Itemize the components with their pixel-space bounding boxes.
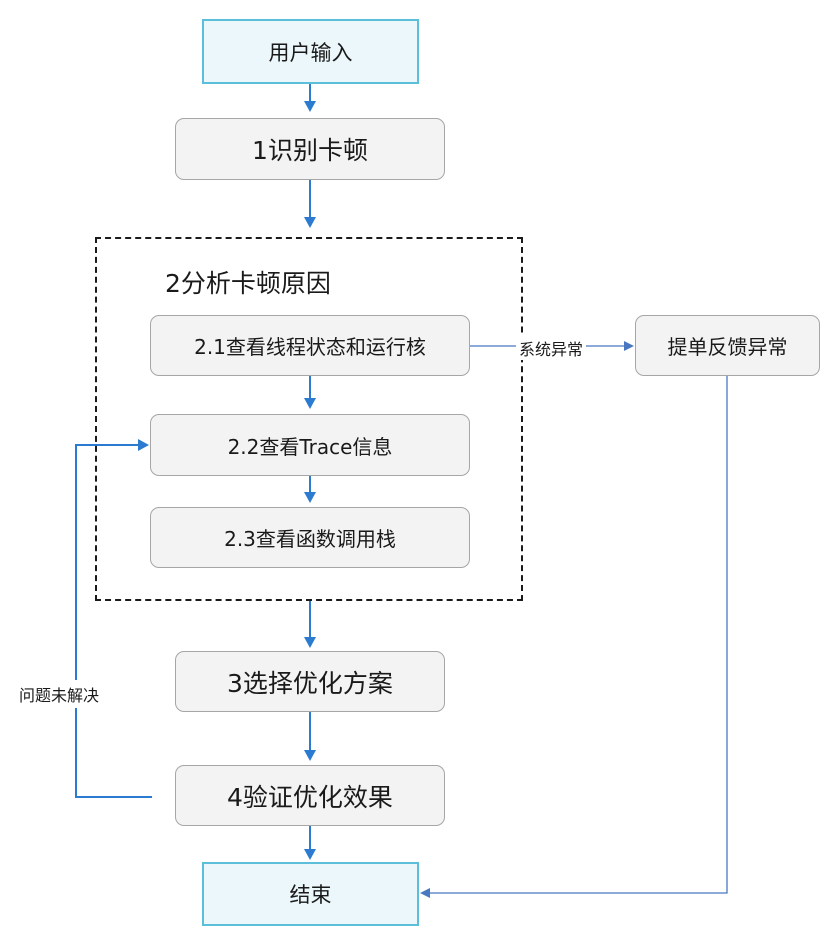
start-node-label: 用户输入 (268, 40, 353, 65)
step3-label: 3选择优化方案 (227, 668, 393, 698)
arrow-start-to-step1 (304, 84, 316, 112)
step2-2-label: 2.2查看Trace信息 (227, 434, 393, 459)
system-error-label: 系统异常 (516, 336, 587, 360)
step2-2-node: 2.2查看Trace信息 (150, 414, 470, 476)
feedback-label: 提单反馈异常 (667, 335, 788, 359)
end-node: 结束 (202, 862, 419, 926)
arrow-side-to-end (420, 376, 728, 898)
step2-3-label: 2.3查看函数调用栈 (224, 527, 396, 551)
arrow-step1-to-group (304, 180, 316, 228)
end-node-label: 结束 (289, 883, 332, 907)
arrow-step3-to-step4 (304, 712, 316, 761)
arrow-step4-to-end (304, 826, 316, 860)
arrow-step2-2-to-step2-3 (304, 476, 316, 503)
step2-1-node: 2.1查看线程状态和运行核 (150, 315, 470, 376)
analysis-group-title: 2分析卡顿原因 (165, 269, 331, 298)
step1-label: 1识别卡顿 (252, 136, 368, 165)
step4-node: 4验证优化效果 (175, 765, 445, 826)
analysis-group-frame (95, 237, 523, 601)
arrow-loop-step4-to-step2-2 (75, 439, 152, 798)
step3-node: 3选择优化方案 (175, 651, 445, 712)
arrow-group-to-step3 (304, 601, 316, 648)
unresolved-label: 问题未解决 (19, 680, 100, 708)
step2-1-label: 2.1查看线程状态和运行核 (194, 335, 426, 359)
arrow-step2-1-to-step2-2 (304, 376, 316, 409)
feedback-node: 提单反馈异常 (635, 315, 820, 376)
step4-label: 4验证优化效果 (227, 782, 393, 812)
step1-node: 1识别卡顿 (175, 118, 445, 180)
step2-3-node: 2.3查看函数调用栈 (150, 507, 470, 568)
start-node: 用户输入 (202, 19, 419, 84)
